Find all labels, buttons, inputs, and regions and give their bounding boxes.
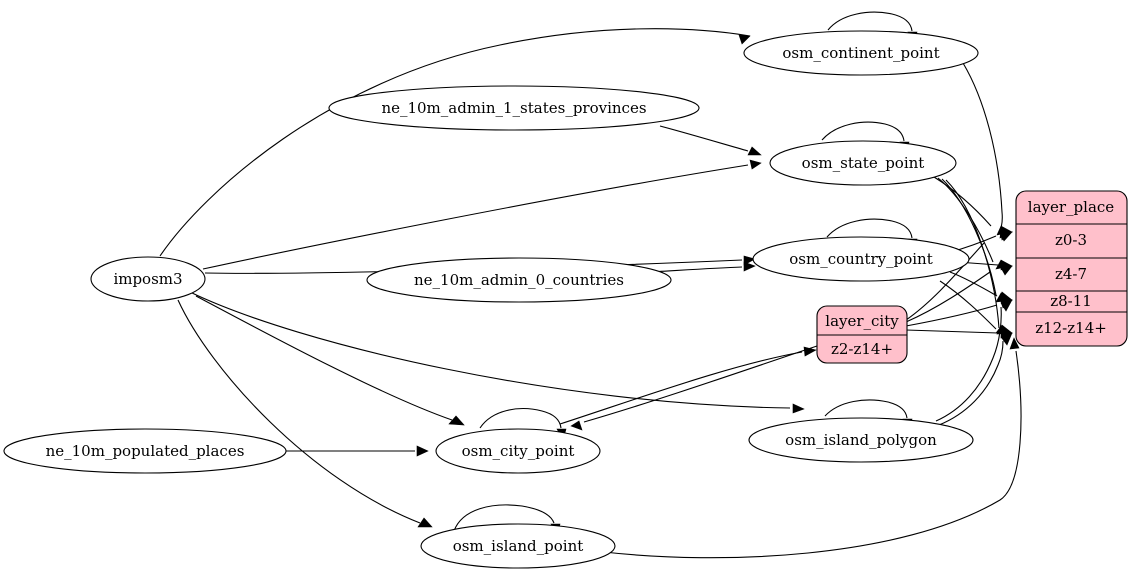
node-imposm3-label: imposm3: [113, 270, 182, 288]
edge-ne-states-osm-state-point: [659, 125, 762, 156]
record-layer-place-row-z4-7[interactable]: z4-7: [1055, 265, 1087, 283]
record-layer: layer_place z0-3 z4-7 z8-11 z12-z14+ lay…: [816, 190, 1128, 364]
edge-imposm3-osm-state-point: [202, 159, 762, 270]
node-ne-states-label: ne_10m_admin_1_states_provinces: [381, 99, 646, 117]
node-osm-island-point-label: osm_island_point: [453, 537, 584, 555]
record-layer-place-row-z12-z14[interactable]: z12-z14+: [1035, 319, 1107, 337]
record-layer-city-row-z2-z14[interactable]: z2-z14+: [831, 340, 893, 358]
node-ne-populated-label: ne_10m_populated_places: [46, 442, 245, 460]
edge-osm-island-point-layer-place-z12-z14: [603, 337, 1022, 559]
edge-osm-city-point-layer-city: [559, 346, 817, 425]
node-osm-island-polygon[interactable]: osm_island_polygon: [748, 417, 974, 463]
edge-layer-city-layer-place-z0-3: [905, 231, 1013, 321]
node-osm-state-point[interactable]: osm_state_point: [769, 140, 957, 186]
edge-osm-continent-point-layer-place-z0-3: [962, 62, 1013, 239]
edge-layer-city-layer-place-z12-z14: [905, 328, 1013, 339]
node-imposm3[interactable]: imposm3: [90, 256, 206, 302]
node-ne-10m-admin-1-states-provinces[interactable]: ne_10m_admin_1_states_provinces: [328, 85, 700, 131]
edge-imposm3-osm-city-point: [195, 295, 465, 426]
node-osm-city-point[interactable]: osm_city_point: [435, 428, 601, 474]
node-ne-10m-populated-places[interactable]: ne_10m_populated_places: [3, 428, 287, 474]
edge-ne-populated-osm-city-point: [284, 445, 429, 457]
node-osm-continent-point-label: osm_continent_point: [782, 44, 939, 62]
node-ne-countries-label: ne_10m_admin_0_countries: [414, 271, 624, 289]
node-osm-state-point-label: osm_state_point: [802, 154, 925, 172]
node-osm-country-point-label: osm_country_point: [789, 250, 933, 268]
edge-osm-island-polygon-layer-place-z8-11: [935, 299, 1013, 422]
edge-layer-city-layer-place-z4-7: [905, 265, 1013, 323]
record-layer-city-title: layer_city: [825, 312, 899, 330]
record-layer-place-title: layer_place: [1028, 198, 1115, 216]
node-osm-island-polygon-label: osm_island_polygon: [785, 431, 937, 449]
record-layer-city[interactable]: layer_city z2-z14+: [816, 305, 908, 364]
node-osm-country-point[interactable]: osm_country_point: [752, 236, 970, 282]
edge-imposm3-osm-island-point: [177, 299, 433, 528]
edge-imposm3-osm-continent-point: [159, 28, 751, 257]
edge-osm-island-polygon-layer-place-z12-z14: [938, 332, 1013, 426]
edge-layer: [159, 11, 1022, 559]
record-layer-place[interactable]: layer_place z0-3 z4-7 z8-11 z12-z14+: [1015, 190, 1128, 347]
edge-imposm3-osm-island-polygon: [189, 291, 805, 414]
edge-crossing-into-osm-city-point: [570, 344, 821, 431]
node-layer: imposm3 ne_10m_admin_1_states_provinces …: [3, 30, 979, 569]
record-layer-place-row-z8-11[interactable]: z8-11: [1050, 292, 1092, 310]
edge-osm-country-point-layer-place-z8-11: [949, 271, 1013, 302]
node-osm-island-point[interactable]: osm_island_point: [420, 523, 616, 569]
node-osm-continent-point[interactable]: osm_continent_point: [743, 30, 979, 76]
node-ne-10m-admin-0-countries[interactable]: ne_10m_admin_0_countries: [366, 257, 672, 303]
record-layer-place-row-z0-3[interactable]: z0-3: [1055, 231, 1087, 249]
node-osm-city-point-label: osm_city_point: [462, 442, 575, 460]
